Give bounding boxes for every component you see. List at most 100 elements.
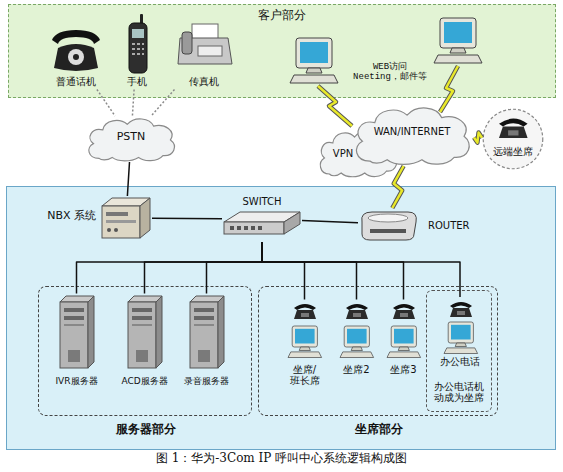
- office-phone-node: 办公电话: [433, 297, 487, 371]
- mobile-phone-icon: [140, 14, 143, 26]
- fax-icon: [192, 24, 218, 40]
- node-label: 办公电话: [433, 356, 487, 368]
- node-label: 远端坐席: [482, 146, 544, 158]
- node-label: SWITCH: [222, 196, 302, 208]
- network-cable: [262, 242, 460, 297]
- remote-seat-circle: 远端坐席: [482, 108, 544, 170]
- node-label: 普通话机: [48, 76, 104, 88]
- fax-icon: [178, 38, 232, 64]
- computer-icon: [290, 38, 338, 83]
- node-label: ROUTER: [428, 220, 484, 232]
- server-node: IVR服务器: [52, 294, 102, 390]
- phone-node: 普通话机: [48, 28, 104, 90]
- nbx-device-icon: [114, 228, 118, 232]
- customer-band: 客户部分普通话机手机传真机: [8, 4, 556, 98]
- computer-icon: [434, 18, 482, 63]
- network-cable: [152, 218, 222, 220]
- node-label: 办公电话机动成为坐席: [431, 381, 487, 404]
- bolt-outline: [392, 166, 403, 208]
- node-label: 录音服务器: [178, 376, 236, 386]
- connector-line: [151, 90, 174, 117]
- note-label: WEB访问 Neeting，邮件等: [352, 62, 428, 83]
- network-cable: [207, 242, 263, 294]
- node-label: WAN/INTERNET: [350, 126, 474, 138]
- connector-line: [474, 133, 482, 143]
- switch-icon: [244, 226, 248, 230]
- server-icon: [128, 296, 162, 368]
- fax-icon: [182, 32, 192, 54]
- mobile-phone-icon: [132, 48, 135, 50]
- connector-line: [132, 90, 134, 117]
- node-label: IVR服务器: [48, 376, 106, 386]
- office-group: 办公电话机动成为坐席 办公电话: [426, 290, 492, 412]
- node-label: 服务器部分: [39, 423, 253, 437]
- router-icon: [368, 214, 408, 222]
- desk-phone-icon: [346, 304, 368, 319]
- switch-icon: [230, 226, 234, 230]
- router-node: ROUTER: [358, 208, 418, 240]
- switch-icon: [224, 212, 300, 234]
- rotary-phone-icon: [52, 30, 100, 44]
- mobile-phone-icon: [132, 29, 144, 38]
- mobile-phone-icon: [137, 53, 140, 55]
- node-label: PSTN: [84, 131, 178, 144]
- node-label: NBX 系统: [38, 210, 96, 223]
- mobile-phone-icon: [132, 43, 135, 45]
- nbx-device-icon: [140, 198, 150, 238]
- desk-phone-icon: [499, 119, 528, 139]
- node-label: 坐席2: [334, 364, 380, 376]
- phone-line: [151, 90, 174, 117]
- wan-cloud: WAN/INTERNET: [350, 104, 474, 166]
- nbx-device-icon: [106, 212, 128, 216]
- desk-phone-icon: [450, 302, 472, 317]
- connector-line: [207, 242, 263, 294]
- switch-node: SWITCH: [222, 196, 302, 242]
- fax-icon: [198, 46, 222, 56]
- switch-icon: [251, 226, 255, 230]
- server-icon: [60, 296, 94, 368]
- network-cable: [127, 162, 129, 196]
- node-label: 坐席部分: [259, 423, 499, 437]
- node-label: 传真机: [174, 76, 234, 88]
- seat-group: 坐席部分坐席/班长席坐席2坐席3办公电话机动成为坐席办公电话: [258, 286, 498, 416]
- network-cable: [302, 221, 358, 223]
- circle-shape: [483, 109, 543, 169]
- rotary-phone-icon: [52, 30, 100, 71]
- mobile-node: 手机: [118, 14, 156, 90]
- circle-outline: [482, 108, 544, 170]
- node-label: 手机: [118, 76, 156, 88]
- wireless-link: [392, 166, 403, 208]
- server-node: 录音服务器: [182, 294, 232, 390]
- computer-icon: [340, 326, 374, 358]
- seat-node: 坐席3: [382, 300, 426, 380]
- connector-line: [127, 162, 129, 196]
- node-label: 坐席/班长席: [289, 364, 321, 387]
- system-band: [6, 186, 556, 450]
- nbx-device-icon: [102, 198, 150, 238]
- rotary-phone-icon: [68, 49, 84, 65]
- connector-line: [77, 242, 263, 294]
- nbx-device-icon: [102, 206, 140, 238]
- wireless-bolt: [318, 66, 458, 126]
- server-node: ACD服务器: [120, 294, 170, 390]
- connector-line: [97, 90, 115, 117]
- pstn-cloud: PSTN: [84, 116, 178, 162]
- connector-line: [145, 242, 263, 294]
- seat-node: 坐席2: [334, 300, 380, 380]
- connector-line: [302, 221, 358, 223]
- connector-line: [262, 242, 404, 300]
- mobile-phone-icon: [142, 43, 144, 45]
- mobile-phone-icon: [142, 53, 144, 55]
- mobile-phone-icon: [142, 48, 144, 50]
- mobile-phone-icon: [137, 48, 140, 50]
- phone-line: [97, 90, 115, 117]
- wireless-link: [474, 133, 482, 143]
- connector-line: [262, 242, 460, 297]
- nbx-device-icon: [102, 198, 150, 206]
- fax-node: 传真机: [174, 24, 234, 90]
- switch-icon: [237, 226, 241, 230]
- router-icon: [362, 212, 417, 240]
